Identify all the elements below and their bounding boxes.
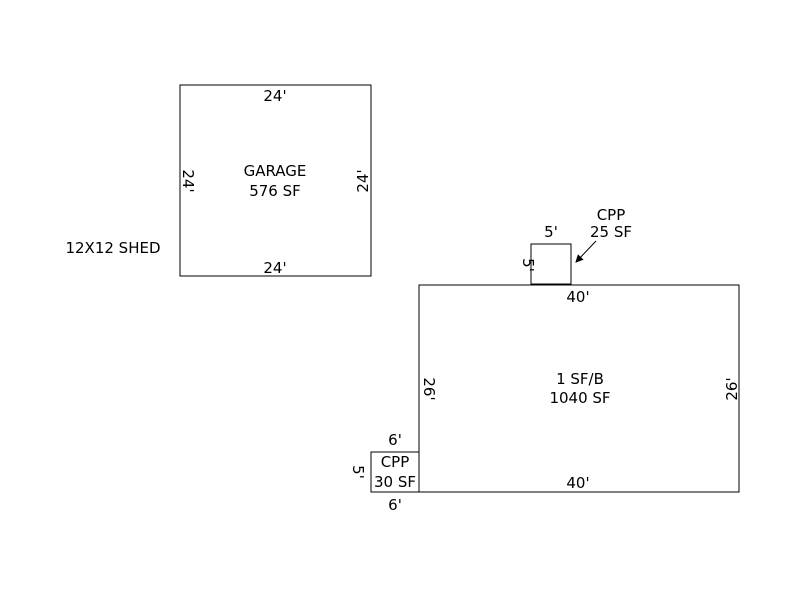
house-top-dimension: 40' [566, 288, 589, 306]
porch-bottom-group: 6' 6' 5' CPP 30 SF [349, 431, 420, 514]
house-left-dimension: 26' [420, 377, 438, 400]
porch-top-outline [530, 243, 572, 285]
porch-top-side-dimension: 5' [519, 258, 537, 272]
porch-top-dimension: 5' [544, 223, 558, 241]
porch-bottom-area: 30 SF [374, 473, 416, 491]
porch-top-leader-arrow [575, 240, 597, 263]
garage-left-dimension: 24' [179, 169, 197, 192]
house-right-dimension: 26' [723, 377, 741, 400]
shed-label: 12X12 SHED [65, 239, 160, 257]
garage-top-dimension: 24' [263, 87, 286, 105]
porch-bottom-side-dimension: 5' [349, 465, 367, 479]
garage-right-dimension: 24' [354, 169, 372, 192]
porch-bottom-outline [370, 451, 420, 493]
porch-bottom-bottom-dimension: 6' [388, 496, 402, 514]
house-area: 1040 SF [549, 389, 610, 407]
porch-bottom-top-dimension: 6' [388, 431, 402, 449]
garage-area: 576 SF [249, 182, 301, 200]
porch-top-group: 5' 5' CPP 25 SF [519, 206, 632, 285]
garage-outline [179, 84, 372, 277]
porch-top-name: CPP [597, 206, 626, 224]
house-name: 1 SF/B [556, 370, 604, 388]
garage-name: GARAGE [244, 162, 307, 180]
house-outline [418, 284, 740, 493]
house-bottom-dimension: 40' [566, 474, 589, 492]
garage-group: 24' 24' 24' 24' GARAGE 576 SF [179, 84, 372, 277]
porch-top-area: 25 SF [590, 223, 632, 241]
garage-bottom-dimension: 24' [263, 259, 286, 277]
porch-bottom-name: CPP [381, 453, 410, 471]
house-group: 40' 40' 26' 26' 1 SF/B 1040 SF [418, 284, 741, 493]
